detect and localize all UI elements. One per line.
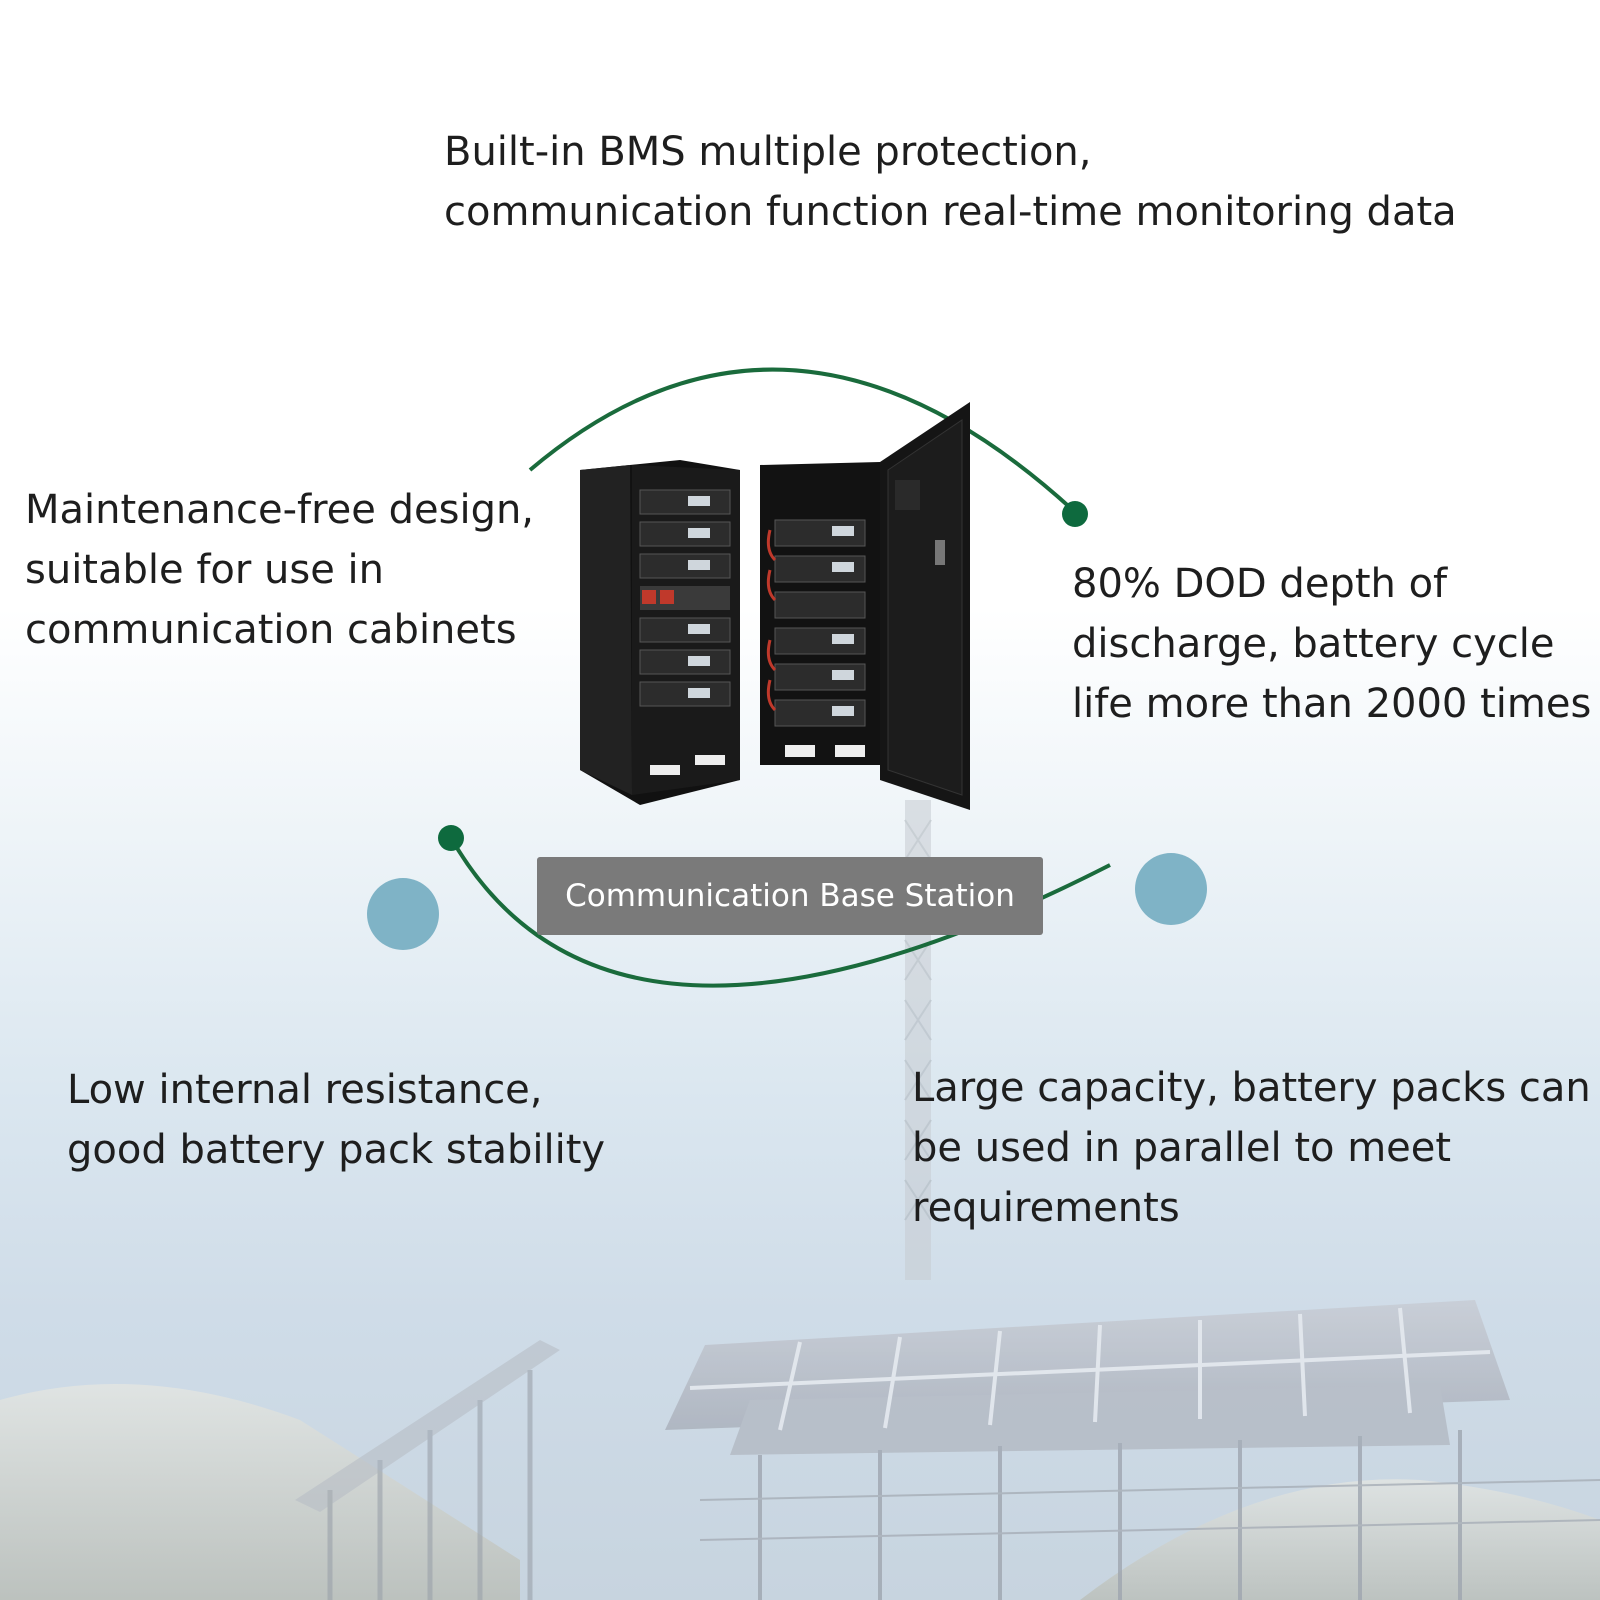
feature-top: Built-in BMS multiple protection, commun… — [444, 122, 1457, 242]
decor-circle-right — [1135, 853, 1207, 925]
ring-dot-right — [1062, 501, 1088, 527]
feature-right-line-3: life more than 2000 times — [1072, 681, 1592, 727]
hill-right — [1080, 1479, 1600, 1600]
solar-array-left — [295, 1340, 560, 1600]
feature-bottom-right-line-1: Large capacity, battery packs can — [912, 1065, 1591, 1111]
center-label-text: Communication Base Station — [565, 878, 1015, 914]
feature-bottom-right-line-2: be used in parallel to meet — [912, 1125, 1452, 1171]
feature-bottom-left: Low internal resistance, good battery pa… — [67, 1060, 605, 1180]
feature-left-line-3: communication cabinets — [25, 607, 517, 653]
solar-array-main — [665, 1300, 1600, 1600]
feature-bottom-left-line-1: Low internal resistance, — [67, 1067, 543, 1113]
feature-bottom-right: Large capacity, battery packs can be use… — [912, 1058, 1591, 1238]
feature-right: 80% DOD depth of discharge, battery cycl… — [1072, 554, 1591, 734]
feature-right-line-1: 80% DOD depth of — [1072, 561, 1448, 607]
ring-arc-top — [528, 367, 1077, 514]
feature-left: Maintenance-free design, suitable for us… — [25, 480, 534, 660]
feature-left-line-1: Maintenance-free design, — [25, 487, 535, 533]
feature-left-line-2: suitable for use in — [25, 547, 385, 593]
feature-top-line-1: Built-in BMS multiple protection, — [444, 129, 1092, 175]
feature-bottom-right-line-3: requirements — [912, 1185, 1180, 1231]
feature-bottom-left-line-2: good battery pack stability — [67, 1127, 606, 1173]
decor-circle-left — [367, 878, 439, 950]
hill-left — [0, 1384, 520, 1600]
ring-dot-left — [438, 825, 464, 851]
center-label-box: Communication Base Station — [537, 857, 1043, 935]
feature-top-line-2: communication function real-time monitor… — [444, 189, 1457, 235]
battery-cabinet-image — [580, 402, 970, 810]
feature-right-line-2: discharge, battery cycle — [1072, 621, 1555, 667]
